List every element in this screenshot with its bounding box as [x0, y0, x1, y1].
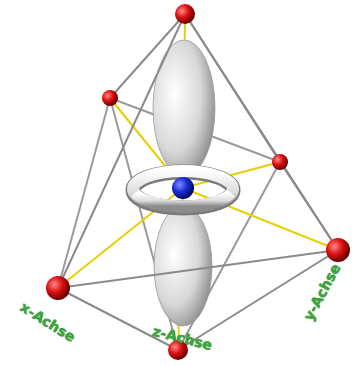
- axis-label: x-Achse: [18, 299, 79, 345]
- orbital-torus: [133, 172, 233, 208]
- ligand-atoms: [46, 4, 350, 360]
- orbital-lobe: [153, 40, 215, 176]
- orbital-torus: [135, 193, 231, 206]
- orbital-torus: [133, 171, 233, 207]
- bond-lines: [58, 14, 338, 350]
- metal-atom: [172, 177, 194, 199]
- orbital-lobe: [154, 206, 212, 326]
- octahedron-edges: [58, 14, 338, 350]
